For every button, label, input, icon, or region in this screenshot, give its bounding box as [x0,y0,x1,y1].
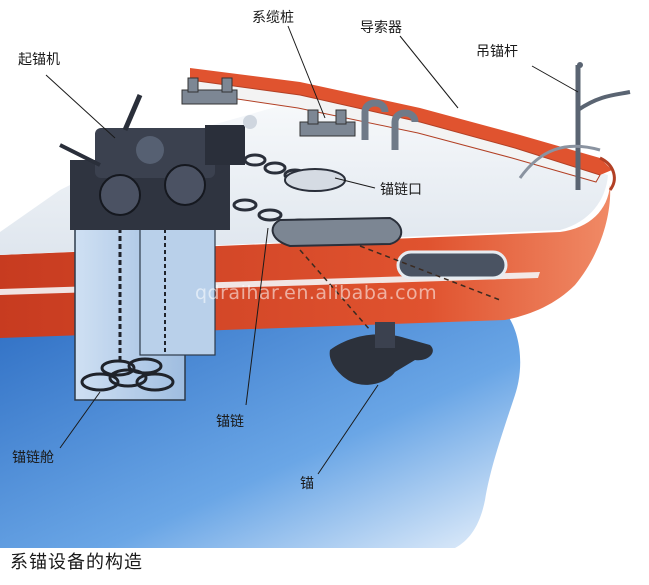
bollards [181,77,356,137]
label-windlass: 起锚机 [18,52,60,68]
hull-nameplate [396,250,508,280]
hawse-pipe-lower [271,216,403,248]
fairleads [361,99,419,150]
label-fairlead: 导索器 [360,20,402,36]
windlass-machine [59,94,257,230]
label-chain-locker: 锚链舱 [12,450,54,466]
label-chain: 锚链 [216,414,244,430]
diagram-caption: 系锚设备的构造 [10,552,143,573]
label-hawse-pipe: 锚链口 [380,182,422,198]
leader-lines [45,25,579,475]
label-bollard: 系缆桩 [252,10,294,26]
anchor-shape [329,322,433,385]
label-davit: 吊锚杆 [476,44,518,60]
hawse-pipe-upper [284,168,346,192]
watermark-text: qdraihar.en.alibaba.com [195,282,438,304]
davit-post [575,62,631,190]
chain-pile [80,357,175,392]
label-anchor: 锚 [300,476,314,492]
